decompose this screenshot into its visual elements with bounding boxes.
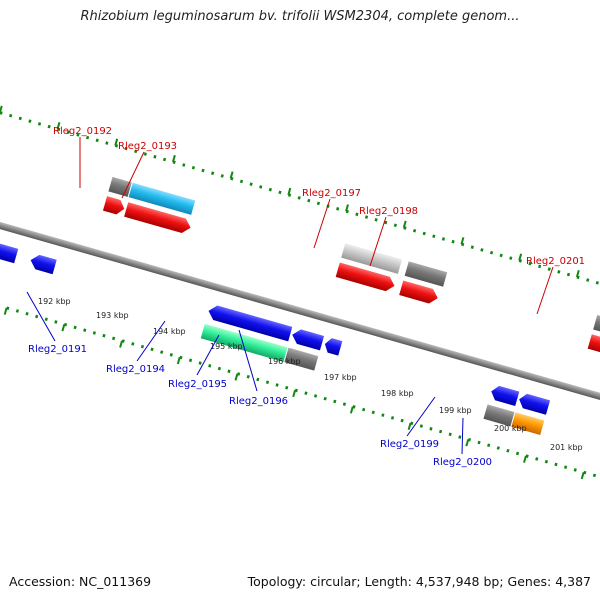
- gene-label-rleg2-0191[interactable]: Rleg2_0191: [28, 344, 87, 355]
- gene-arrow-rleg2-0191[interactable]: [29, 253, 57, 275]
- gene-label-rleg2-0201[interactable]: Rleg2_0201: [526, 256, 585, 267]
- ruler-tick: [518, 253, 523, 261]
- ruler-tick: [345, 204, 349, 212]
- scale-labels: 192 kbp 193 kbp 194 kbp 195 kbp 196 kbp …: [38, 297, 583, 452]
- gene-box-rleg2-0196[interactable]: [284, 347, 319, 371]
- ruler-tick: [349, 406, 354, 414]
- scale-label: 193 kbp: [96, 311, 129, 320]
- gene-arrow-left-edge-1[interactable]: [0, 228, 19, 264]
- gene-arrow-rleg2-0194[interactable]: [206, 304, 293, 342]
- ruler-tick: [234, 373, 239, 381]
- scale-label: 199 kbp: [439, 406, 472, 415]
- gene-label-rleg2-0198[interactable]: Rleg2_0198: [359, 206, 418, 217]
- gene-arrow-rleg2-0197[interactable]: [335, 262, 397, 293]
- gene-box-rleg2-0197[interactable]: [341, 243, 403, 274]
- gene-label-rleg2-0199[interactable]: Rleg2_0199: [380, 439, 439, 450]
- scale-label: 192 kbp: [38, 297, 71, 306]
- gene-arrow-rleg2-0195[interactable]: [290, 327, 325, 351]
- ruler-tick: [119, 340, 123, 348]
- ruler-tick: [229, 171, 234, 179]
- genome-summary-text: Topology: circular; Length: 4,537,948 bp…: [247, 574, 591, 589]
- reverse-gene-callouts: Rleg2_0191 Rleg2_0194 Rleg2_0195 Rleg2_0…: [26, 291, 492, 468]
- gene-box-rleg2-0198[interactable]: [404, 261, 448, 287]
- ruler-tick: [460, 237, 465, 245]
- dna-backbone: [0, 191, 600, 429]
- inner-ruler-ticks: [3, 307, 585, 480]
- scale-label: 197 kbp: [324, 373, 357, 382]
- ruler-tick: [0, 105, 3, 113]
- gene-box-rleg2-0193[interactable]: [128, 182, 196, 215]
- ruler-tick: [176, 356, 181, 365]
- scale-label: 200 kbp: [494, 424, 527, 433]
- gene-arrow-rleg2-0200[interactable]: [517, 392, 551, 415]
- gene-arrow-rleg2-0193[interactable]: [124, 202, 193, 235]
- scale-label: 196 kbp: [268, 357, 301, 366]
- gene-label-rleg2-0200[interactable]: Rleg2_0200: [433, 457, 492, 468]
- map-title: Rhizobium leguminosarum bv. trifolii WSM…: [80, 9, 520, 24]
- ruler-tick: [580, 472, 585, 480]
- gene-label-rleg2-0197[interactable]: Rleg2_0197: [302, 188, 361, 199]
- gene-label-rleg2-0193[interactable]: Rleg2_0193: [118, 141, 177, 152]
- ruler-tick: [407, 422, 412, 430]
- ruler-tick: [56, 122, 61, 130]
- gene-arrow-rleg2-0199[interactable]: [489, 384, 520, 407]
- ruler-tick: [292, 389, 297, 398]
- ruler-tick: [402, 220, 407, 228]
- ruler-tick: [114, 138, 119, 146]
- gene-arrow-rleg2-0201[interactable]: [587, 334, 600, 359]
- gene-label-rleg2-0196[interactable]: Rleg2_0196: [229, 396, 288, 407]
- ruler-tick: [523, 455, 527, 463]
- forward-gene-callouts: Rleg2_0192 Rleg2_0193 Rleg2_0197 Rleg2_0…: [53, 126, 585, 315]
- ruler-tick: [61, 324, 66, 332]
- gene-label-rleg2-0192[interactable]: Rleg2_0192: [53, 126, 112, 137]
- gene-label-rleg2-0195[interactable]: Rleg2_0195: [168, 379, 227, 390]
- gene-box-rleg2-0194[interactable]: [200, 323, 288, 362]
- gene-box-rleg2-0200[interactable]: [511, 412, 545, 435]
- accession-text: Accession: NC_011369: [9, 574, 152, 589]
- outer-ruler-ticks: [0, 105, 580, 278]
- scale-label: 201 kbp: [550, 443, 583, 452]
- gene-arrow-small-blue[interactable]: [323, 337, 343, 356]
- gene-arrow-rleg2-0198[interactable]: [399, 280, 440, 306]
- ruler-tick: [3, 307, 8, 315]
- ruler-tick: [575, 269, 580, 278]
- gene-arrow-rleg2-0192[interactable]: [102, 196, 126, 216]
- gene-label-rleg2-0194[interactable]: Rleg2_0194: [106, 364, 165, 375]
- scale-label: 194 kbp: [153, 327, 186, 336]
- ruler-tick: [287, 187, 292, 196]
- ruler-tick: [465, 439, 470, 447]
- ruler-tick: [172, 154, 176, 163]
- scale-label: 198 kbp: [381, 389, 414, 398]
- gene-box-rleg2-0192[interactable]: [108, 176, 132, 197]
- scale-label: 195 kbp: [210, 342, 243, 351]
- gene-box-rleg2-0199[interactable]: [483, 404, 515, 427]
